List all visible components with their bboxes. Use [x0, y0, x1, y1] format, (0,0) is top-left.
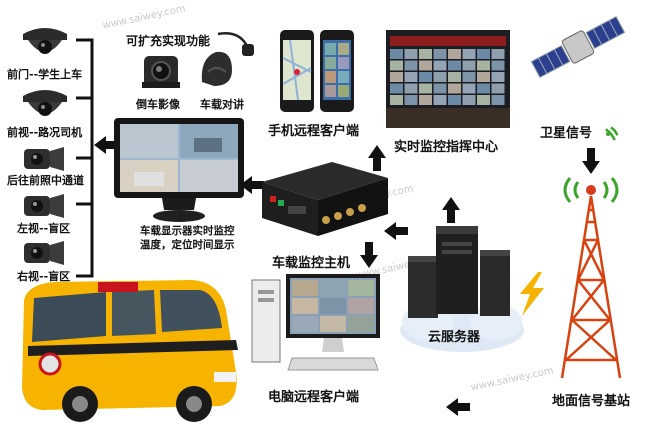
monitor-caption-line2: 温度，定位时间显示	[140, 239, 235, 251]
video-wall-icon	[386, 30, 510, 128]
satellite-icon	[530, 15, 626, 79]
camera-label-front-door: 前门--学生上车	[7, 68, 83, 81]
car-monitor-icon	[114, 118, 244, 222]
arrow-left-icon	[240, 176, 264, 194]
arrow-up-icon	[368, 145, 386, 171]
camera-label-left-blind: 左视--盲区	[17, 222, 71, 235]
arrow-left-icon	[94, 136, 118, 154]
mobile-client-label: 手机远程客户端	[268, 124, 360, 139]
microphone-icon	[201, 32, 254, 86]
arrow-left-icon	[384, 222, 408, 240]
dome-camera-icon	[23, 28, 67, 54]
monitor-caption-line1: 车载显示器实时监控	[140, 225, 235, 237]
side-camera-icon	[24, 147, 64, 171]
arrow-down-icon	[582, 148, 600, 174]
intercom-label: 车载对讲	[200, 98, 244, 111]
camera-label-rear-aisle: 后往前照中通道	[7, 174, 84, 187]
side-camera-icon	[24, 194, 64, 218]
pc-client-icon	[251, 274, 380, 371]
dvr-host-icon	[262, 162, 388, 236]
arrow-left-icon	[446, 398, 470, 416]
arrow-up-icon	[442, 197, 460, 223]
camera-label-right-blind: 右视--盲区	[17, 270, 71, 283]
reverse-camera-label: 倒车影像	[136, 98, 180, 111]
satellite-label: 卫星信号	[540, 126, 593, 141]
arrow-down-icon	[360, 242, 378, 268]
camera-label-front-view: 前视--路况司机	[7, 126, 83, 139]
expand-title: 可扩充实现功能	[126, 34, 211, 48]
host-label: 车载监控主机	[272, 256, 351, 271]
cloud-servers-icon	[400, 226, 524, 352]
lightning-icon	[520, 272, 544, 316]
pc-client-label: 电脑远程客户端	[268, 390, 360, 405]
signal-waves-icon	[605, 126, 619, 141]
dome-camera-icon	[23, 90, 67, 116]
school-bus-icon	[22, 280, 238, 422]
cloud-server-label: 云服务器	[428, 330, 481, 345]
side-camera-icon	[24, 241, 64, 265]
reverse-camera-icon	[142, 56, 180, 88]
base-station-label: 地面信号基站	[552, 394, 631, 409]
signal-tower-icon	[560, 177, 622, 379]
control-center-label: 实时监控指挥中心	[394, 140, 499, 155]
mobile-phones-icon	[280, 30, 354, 112]
